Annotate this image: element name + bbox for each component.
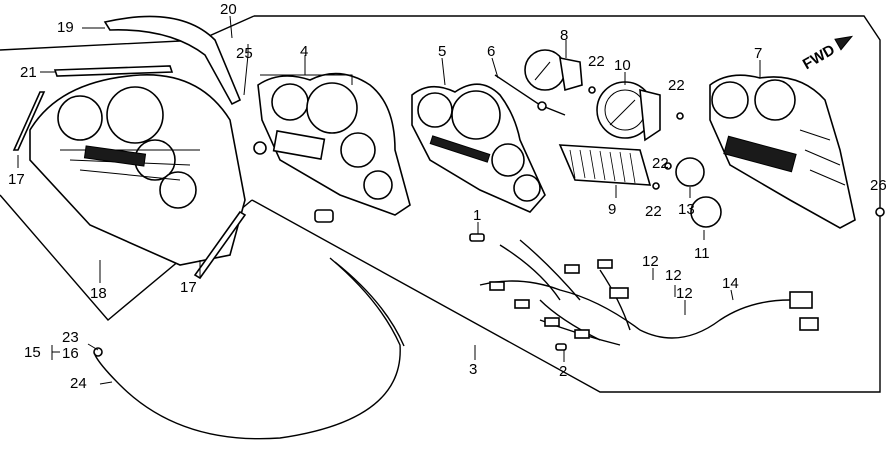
callout-7: 7: [754, 45, 762, 62]
callout-19: 19: [57, 19, 74, 36]
callout-17-left: 17: [8, 171, 25, 188]
screw-26: [875, 207, 885, 217]
callout-18: 18: [90, 285, 107, 302]
screw-22a: [588, 86, 596, 94]
callout-22-top: 22: [588, 53, 605, 70]
callout-5: 5: [438, 43, 446, 60]
callout-2: 2: [559, 363, 567, 380]
callout-15: 15: [24, 344, 41, 361]
screw-22b: [676, 112, 684, 120]
screw-22c: [664, 162, 672, 170]
speedometer-assembly: [709, 74, 856, 229]
meter-case: [257, 72, 411, 216]
callout-4: 4: [300, 43, 308, 60]
clamp-1: [469, 233, 485, 242]
callout-17-right: 17: [180, 279, 197, 296]
clamp-2: [555, 343, 567, 351]
speedometer-cable: [93, 257, 405, 440]
callout-13: 13: [678, 201, 695, 218]
visor: [103, 15, 242, 106]
strip-21: [53, 65, 174, 77]
bulb-11: [690, 196, 722, 228]
callout-3: 3: [469, 361, 477, 378]
callout-9: 9: [608, 201, 616, 218]
indicator-assembly: [558, 144, 652, 186]
callout-12-b: 12: [665, 267, 682, 284]
callout-21: 21: [20, 64, 37, 81]
leader-lines: [17, 15, 881, 385]
cap-small: [314, 209, 334, 223]
callout-1: 1: [473, 207, 481, 224]
callout-16: 16: [62, 345, 79, 362]
fwd-arrow: FWD: [800, 35, 854, 73]
callout-20: 20: [220, 1, 237, 18]
bulb-13: [675, 157, 705, 187]
fwd-label: FWD: [800, 41, 838, 73]
screw-22d: [652, 182, 660, 190]
callout-11: 11: [694, 245, 710, 262]
meter-panel: [411, 83, 546, 213]
wiring-harness: [479, 239, 819, 346]
callout-24: 24: [70, 375, 87, 392]
callout-10: 10: [614, 57, 631, 74]
callout-12-a: 12: [642, 253, 659, 270]
callout-23: 23: [62, 329, 79, 346]
small-gauge: [524, 49, 583, 92]
callout-22-mid: 22: [668, 77, 685, 94]
callout-8: 8: [560, 27, 568, 44]
callout-22-lower: 22: [652, 155, 669, 172]
callout-26: 26: [870, 177, 887, 194]
outer-housing: [29, 74, 246, 266]
trim-strip-left: [12, 91, 46, 151]
callout-14: 14: [722, 275, 739, 292]
tachometer: [596, 81, 661, 142]
grommet-25: [253, 141, 267, 155]
cable-6: [494, 74, 566, 116]
callout-6: 6: [487, 43, 495, 60]
callout-25: 25: [236, 45, 253, 62]
callout-12-c: 12: [676, 285, 693, 302]
callout-labels: 19 20 25 21 4 5 6 8 22 10 7 22 22 22 9 1…: [8, 1, 887, 392]
callout-22-bottom: 22: [645, 203, 662, 220]
